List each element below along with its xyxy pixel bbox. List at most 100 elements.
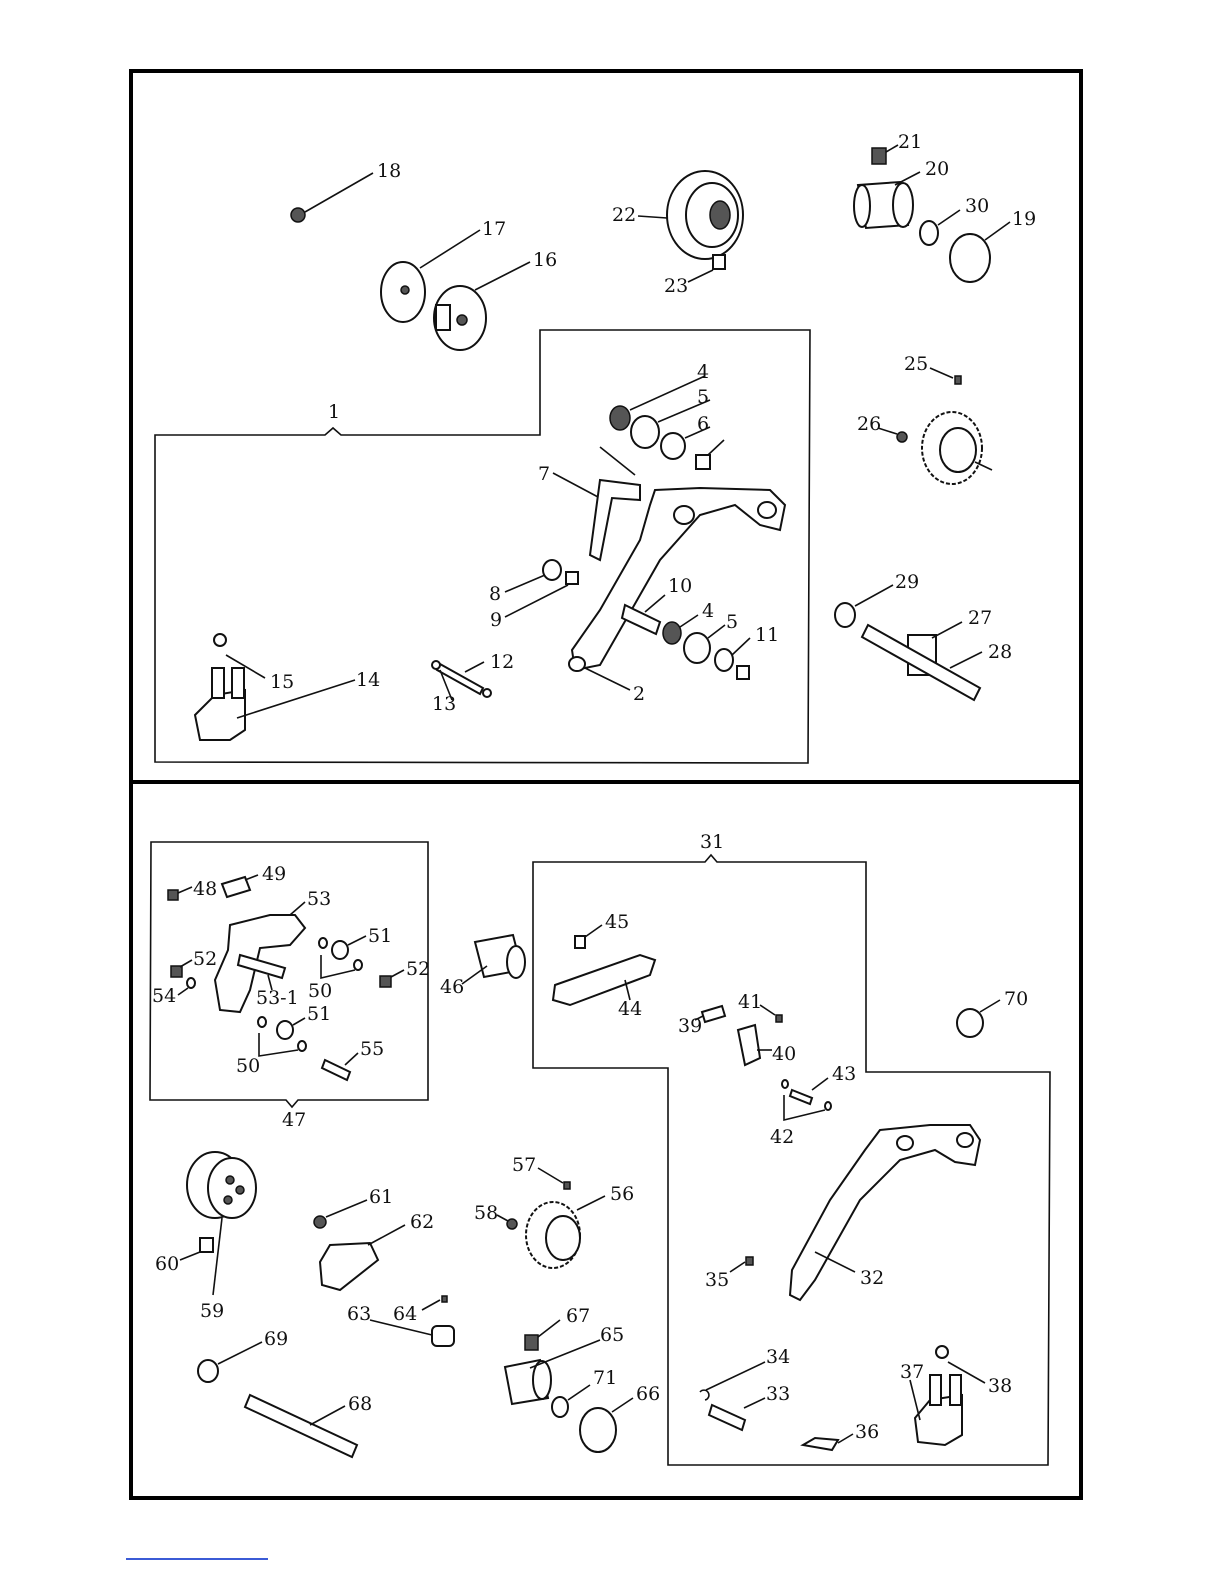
label-47: 47 (282, 1109, 306, 1131)
label-5a: 5 (697, 386, 709, 408)
hub-plate-16 (434, 262, 530, 350)
label-38: 38 (988, 1375, 1012, 1397)
label-67: 67 (566, 1305, 590, 1327)
label-59: 59 (200, 1300, 224, 1322)
screw-26 (878, 428, 907, 442)
group-outline-47 (150, 842, 428, 1107)
label-70: 70 (1004, 988, 1028, 1010)
label-44: 44 (618, 998, 642, 1020)
washer-54 (178, 978, 195, 995)
label-20: 20 (925, 158, 949, 180)
washer-71 (552, 1385, 590, 1417)
nut-small (737, 666, 749, 679)
label-39: 39 (678, 1015, 702, 1037)
label-60: 60 (155, 1253, 179, 1275)
label-51a: 51 (368, 925, 392, 947)
label-26: 26 (857, 413, 881, 435)
label-7: 7 (538, 463, 550, 485)
label-53: 53 (307, 888, 331, 910)
bushing-20 (854, 172, 920, 228)
label-45: 45 (605, 911, 629, 933)
label-69: 69 (264, 1328, 288, 1350)
label-22: 22 (612, 204, 636, 226)
screw-58 (497, 1215, 517, 1229)
label-25: 25 (904, 353, 928, 375)
label-23: 23 (664, 275, 688, 297)
label-11: 11 (755, 624, 779, 646)
screw-60 (180, 1238, 213, 1260)
label-5b: 5 (726, 611, 738, 633)
label-1: 1 (328, 401, 340, 423)
label-56: 56 (610, 1183, 634, 1205)
label-71: 71 (593, 1367, 617, 1389)
screw-41 (760, 1005, 782, 1022)
label-32: 32 (860, 1267, 884, 1289)
label-52a: 52 (193, 948, 217, 970)
label-27: 27 (968, 607, 992, 629)
screw-64 (422, 1296, 447, 1310)
label-65: 65 (600, 1324, 624, 1346)
screw-33 (709, 1398, 765, 1430)
label-19: 19 (1012, 208, 1036, 230)
nut-48 (168, 887, 192, 900)
bushing-65 (505, 1340, 600, 1404)
label-15: 15 (270, 671, 294, 693)
nut-52b (380, 970, 404, 987)
label-10: 10 (668, 575, 692, 597)
set-screw-67 (525, 1320, 560, 1350)
label-8: 8 (489, 583, 501, 605)
label-28: 28 (988, 641, 1012, 663)
bushing-8 (505, 560, 561, 592)
label-29: 29 (895, 571, 919, 593)
label-57: 57 (512, 1154, 536, 1176)
label-40: 40 (772, 1043, 796, 1065)
label-50b: 50 (236, 1055, 260, 1077)
footer-link-rule (126, 1558, 268, 1560)
label-62: 62 (410, 1211, 434, 1233)
screw-57 (538, 1168, 570, 1189)
label-49: 49 (262, 863, 286, 885)
pin-69 (198, 1342, 262, 1382)
clip-34 (700, 1362, 765, 1400)
link-40 (738, 1025, 772, 1065)
wheel-22 (638, 171, 743, 259)
label-36: 36 (855, 1421, 879, 1443)
label-43: 43 (832, 1063, 856, 1085)
spring-4a (610, 376, 705, 430)
label-35: 35 (705, 1269, 729, 1291)
label-18: 18 (377, 160, 401, 182)
cap-19 (950, 222, 1010, 282)
label-9: 9 (490, 609, 502, 631)
label-42: 42 (770, 1126, 794, 1148)
label-55: 55 (360, 1038, 384, 1060)
nut-top (696, 440, 724, 469)
group-outline-1 (155, 330, 810, 763)
nut-52a (171, 960, 192, 977)
cap-70 (957, 1000, 1000, 1037)
label-54: 54 (152, 985, 176, 1007)
label-6: 6 (697, 413, 709, 435)
label-68: 68 (348, 1393, 372, 1415)
label-34: 34 (766, 1346, 790, 1368)
screw-55 (322, 1053, 358, 1080)
label-2: 2 (633, 683, 645, 705)
label-46: 46 (440, 976, 464, 998)
washer-30 (920, 210, 960, 245)
label-17: 17 (482, 218, 506, 240)
block-37 (910, 1375, 962, 1445)
label-61: 61 (369, 1186, 393, 1208)
pin-29 (835, 585, 893, 627)
label-4a: 4 (697, 361, 709, 383)
label-4b: 4 (702, 600, 714, 622)
arm-assembly-7-2 (553, 447, 785, 690)
label-14: 14 (356, 669, 380, 691)
label-48: 48 (193, 878, 217, 900)
label-53-1: 53-1 (256, 987, 299, 1009)
label-16: 16 (533, 249, 557, 271)
bushing-51a (332, 936, 366, 959)
arm-32 (790, 1125, 980, 1300)
label-21: 21 (898, 131, 922, 153)
label-52b: 52 (406, 958, 430, 980)
pin-35 (730, 1257, 753, 1272)
